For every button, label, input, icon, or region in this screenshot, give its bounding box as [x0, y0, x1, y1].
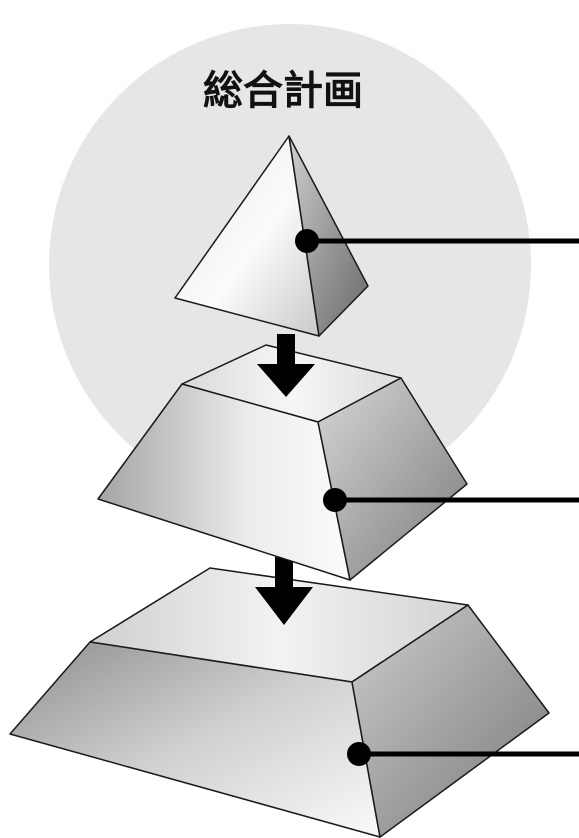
leader-middle-dot — [323, 488, 347, 512]
leader-top-dot — [295, 229, 319, 253]
diagram-title: 総合計画 — [203, 68, 363, 114]
leader-bottom-dot — [347, 742, 371, 766]
